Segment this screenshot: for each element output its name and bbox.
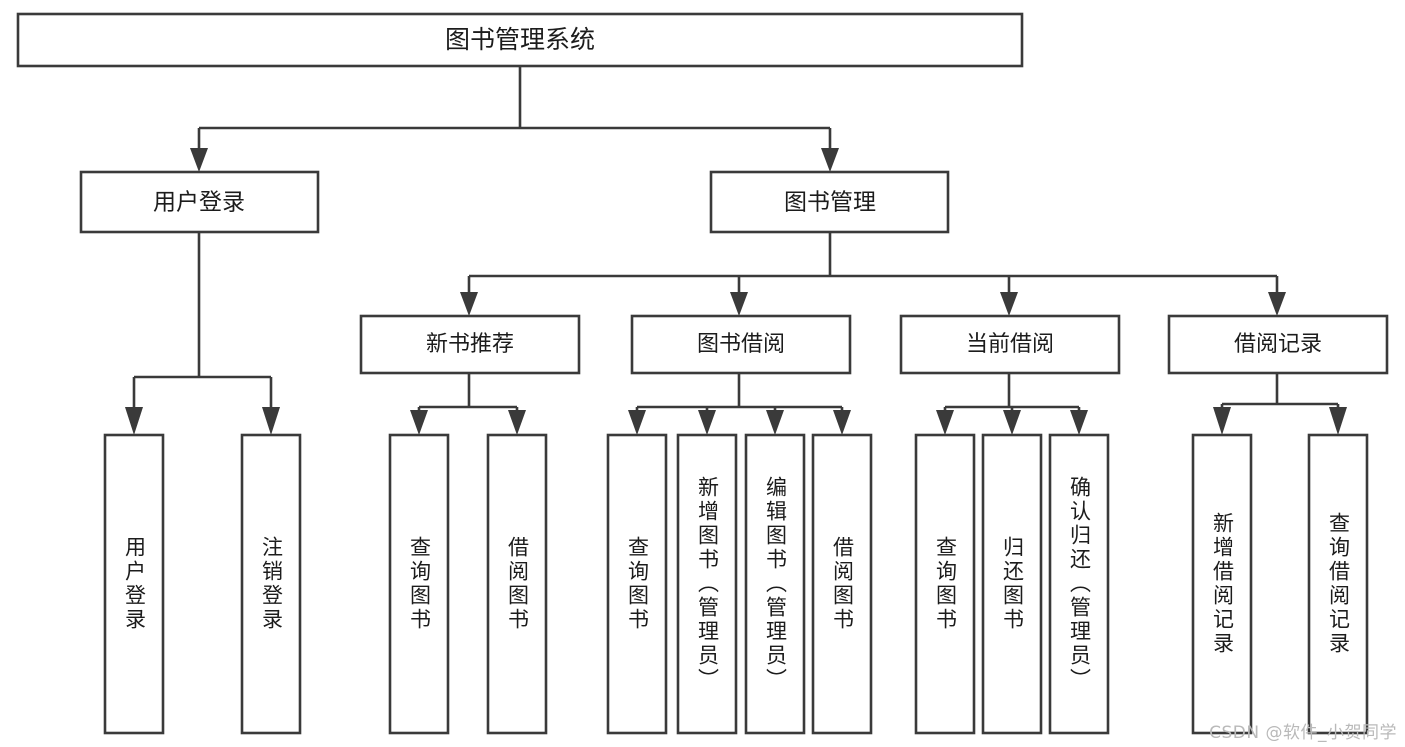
node-book-borrow[interactable]: 图书借阅 xyxy=(630,314,852,375)
arrow-head-icon xyxy=(698,410,716,435)
connector-newbook-to-leaves xyxy=(410,373,526,435)
arrow-head-icon xyxy=(1003,410,1021,435)
connector-borrowrecord-to-leaves xyxy=(1213,373,1347,435)
node-borrow-record[interactable]: 借阅记录 xyxy=(1167,314,1389,375)
leaf-box[interactable] xyxy=(981,433,1043,735)
leaf-boxes-new-book-recommend xyxy=(388,433,548,735)
node-box[interactable] xyxy=(899,314,1121,375)
node-label-book-management: 图书管理 xyxy=(784,190,876,216)
node-root[interactable]: 图书管理系统 xyxy=(16,12,1024,68)
leaf-boxes-borrow-record xyxy=(1191,433,1369,735)
arrow-head-icon xyxy=(821,148,839,172)
leaf-box[interactable] xyxy=(1191,433,1253,735)
arrow-head-icon xyxy=(125,407,143,435)
leaf-box[interactable] xyxy=(811,433,873,735)
leaf-box[interactable] xyxy=(103,433,165,735)
node-box[interactable] xyxy=(1167,314,1389,375)
arrow-head-icon xyxy=(1070,410,1088,435)
leaf-box[interactable] xyxy=(388,433,450,735)
arrow-head-icon xyxy=(262,407,280,435)
node-current-borrow[interactable]: 当前借阅 xyxy=(899,314,1121,375)
node-label-book-borrow: 图书借阅 xyxy=(697,332,785,357)
leaf-box[interactable] xyxy=(486,433,548,735)
leaf-boxes-current-borrow xyxy=(914,433,1110,735)
node-label-root: 图书管理系统 xyxy=(445,25,595,54)
node-label-user-login: 用户登录 xyxy=(153,190,245,216)
leaf-box[interactable] xyxy=(676,433,738,735)
node-box[interactable] xyxy=(79,170,320,234)
leaf-box[interactable] xyxy=(744,433,806,735)
leaf-box[interactable] xyxy=(1048,433,1110,735)
arrow-head-icon xyxy=(628,410,646,435)
connector-bookborrow-to-leaves xyxy=(628,373,851,435)
arrow-head-icon xyxy=(766,410,784,435)
node-book-management[interactable]: 图书管理 xyxy=(709,170,950,234)
arrow-head-icon xyxy=(833,410,851,435)
leaf-box[interactable] xyxy=(240,433,302,735)
arrow-head-icon xyxy=(1268,292,1286,316)
arrow-head-icon xyxy=(1329,407,1347,435)
node-label-borrow-record: 借阅记录 xyxy=(1234,332,1322,357)
node-label-current-borrow: 当前借阅 xyxy=(966,332,1054,357)
leaf-box[interactable] xyxy=(914,433,976,735)
arrow-head-icon xyxy=(1000,292,1018,316)
connector-userlogin-to-leaves xyxy=(125,232,280,435)
arrow-head-icon xyxy=(460,292,478,316)
node-box[interactable] xyxy=(16,12,1024,68)
watermark: CSDN @软件_小贺同学 xyxy=(1209,723,1397,743)
node-label-new-book-recommend: 新书推荐 xyxy=(426,332,514,357)
leaf-box[interactable] xyxy=(1307,433,1369,735)
node-user-login[interactable]: 用户登录 xyxy=(79,170,320,234)
connector-root-to-level1 xyxy=(190,66,839,172)
leaf-boxes-book-borrow xyxy=(606,433,873,735)
connector-level1-booksmgmt-to-level2 xyxy=(460,232,1286,316)
node-box[interactable] xyxy=(359,314,581,375)
arrow-head-icon xyxy=(190,148,208,172)
leaf-boxes-user-login xyxy=(103,433,302,735)
arrow-head-icon xyxy=(508,410,526,435)
arrow-head-icon xyxy=(410,410,428,435)
arrow-head-icon xyxy=(1213,407,1231,435)
node-box[interactable] xyxy=(709,170,950,234)
node-box[interactable] xyxy=(630,314,852,375)
arrow-head-icon xyxy=(936,410,954,435)
connector-currentborrow-to-leaves xyxy=(936,373,1088,435)
arrow-head-icon xyxy=(730,292,748,316)
node-new-book-recommend[interactable]: 新书推荐 xyxy=(359,314,581,375)
leaf-box[interactable] xyxy=(606,433,668,735)
